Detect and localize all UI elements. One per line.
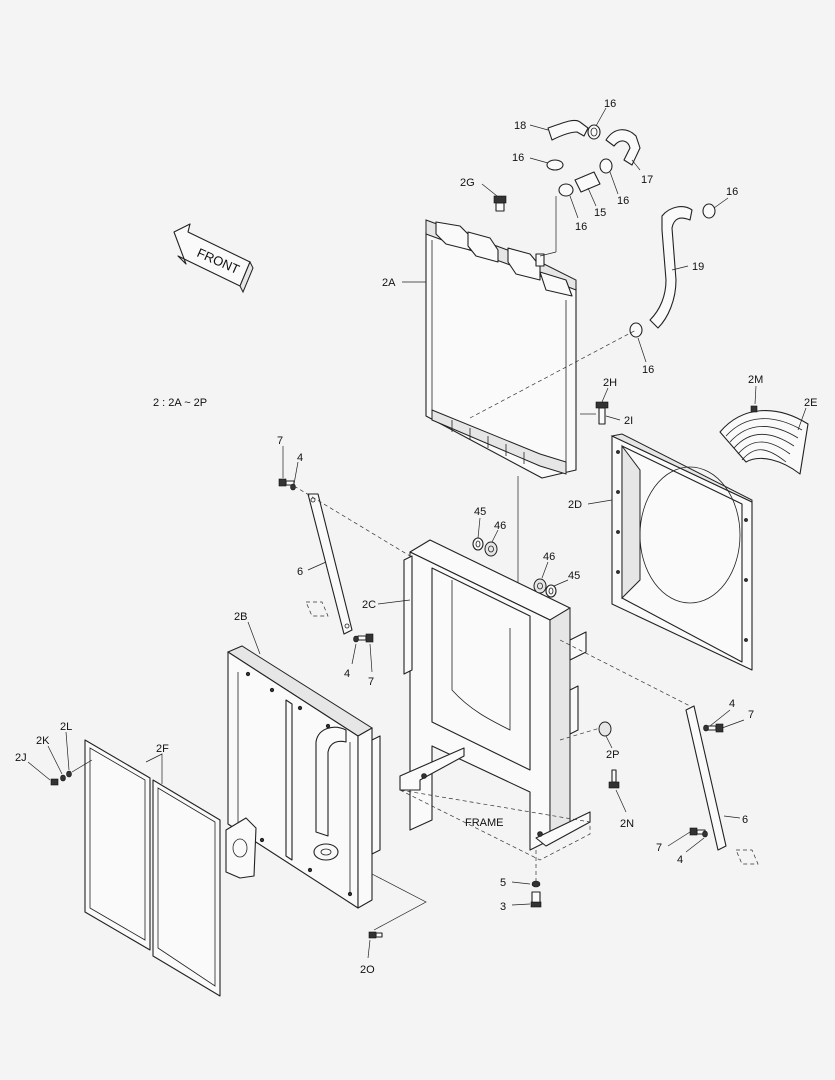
clamp-16d [558, 183, 574, 197]
label-2c: 2C [362, 599, 376, 611]
nut-46a [484, 541, 498, 557]
bolt-2j [50, 778, 59, 786]
label-2i: 2I [624, 415, 633, 427]
radiator-2a [425, 219, 577, 479]
screen-2f-left [84, 739, 151, 951]
washer-4c [703, 724, 709, 732]
bolt-3 [530, 891, 542, 908]
label-6b: 6 [742, 814, 748, 826]
label-2b: 2B [234, 611, 247, 623]
bolt-7c [707, 723, 724, 733]
clamp-16e [702, 203, 716, 219]
label-16d: 16 [575, 221, 587, 233]
label-16f: 16 [642, 364, 654, 376]
label-2n: 2N [620, 818, 634, 830]
nut-46b [533, 578, 547, 594]
label-7d: 7 [656, 842, 662, 854]
bracket-2c [399, 539, 591, 851]
label-7c: 7 [748, 709, 754, 721]
label-16e: 16 [726, 186, 738, 198]
label-4d: 4 [677, 854, 683, 866]
screen-2f-right [152, 779, 221, 997]
bolt-2o [368, 931, 383, 939]
washer-4b [353, 635, 359, 643]
sensor-2h [595, 401, 609, 425]
clamp-16a [587, 124, 601, 140]
washer-4d [702, 830, 708, 838]
washer-4a [290, 483, 296, 491]
label-46a: 46 [494, 520, 506, 532]
label-17: 17 [641, 174, 653, 186]
label-frame: FRAME [465, 817, 504, 829]
clamp-16b [546, 159, 564, 171]
label-16c: 16 [617, 195, 629, 207]
label-2a: 2A [382, 277, 396, 289]
label-2o: 2O [360, 964, 375, 976]
label-16b: 16 [512, 152, 524, 164]
shroud-2d [610, 433, 753, 671]
washer-45a [472, 537, 484, 551]
label-16a: 16 [604, 98, 616, 110]
label-4c: 4 [729, 698, 735, 710]
hose-17 [605, 129, 641, 166]
hose-19 [649, 206, 693, 329]
label-2j: 2J [15, 752, 27, 764]
cap-2g [493, 195, 507, 212]
label-6a: 6 [297, 566, 303, 578]
range-note: 2 : 2A ~ 2P [153, 397, 207, 409]
bolt-2n [608, 769, 620, 789]
label-2f: 2F [156, 743, 169, 755]
flange-left [225, 817, 257, 879]
label-2h: 2H [603, 377, 617, 389]
label-18: 18 [514, 120, 526, 132]
clamp-16f [629, 322, 643, 338]
label-2l: 2L [60, 721, 72, 733]
bolt-7b [357, 633, 374, 643]
label-2m: 2M [748, 374, 763, 386]
label-45a: 45 [474, 506, 486, 518]
label-4b: 4 [344, 668, 350, 680]
label-2d: 2D [568, 499, 582, 511]
guard-2e [719, 405, 809, 475]
front-direction-arrow: FRONT [173, 223, 254, 294]
washer-45b [545, 584, 557, 598]
nut-2p [598, 721, 612, 737]
washer-2k [60, 774, 66, 782]
label-46b: 46 [543, 551, 555, 563]
label-7b: 7 [368, 676, 374, 688]
label-2k: 2K [36, 735, 50, 747]
label-15: 15 [594, 207, 606, 219]
label-2e: 2E [804, 397, 817, 409]
label-3: 3 [500, 901, 506, 913]
flange-right [313, 843, 339, 861]
clamp-16c [599, 158, 613, 174]
label-4a: 4 [297, 452, 303, 464]
washer-2l [66, 770, 72, 778]
label-2p: 2P [606, 749, 619, 761]
stay-rod-6-right [685, 705, 727, 851]
label-5: 5 [500, 877, 506, 889]
hose-18 [547, 119, 589, 141]
hose-15 [574, 171, 601, 193]
stay-rod-6-left [307, 493, 353, 635]
label-2g: 2G [460, 177, 475, 189]
label-19: 19 [692, 261, 704, 273]
label-45b: 45 [568, 570, 580, 582]
label-7a: 7 [277, 435, 283, 447]
